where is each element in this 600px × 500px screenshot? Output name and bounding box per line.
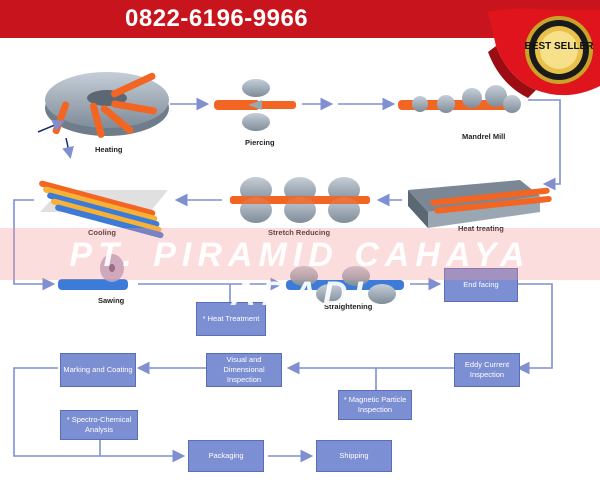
box-eddy-current: Eddy Current Inspection xyxy=(454,353,520,387)
box-packaging: Packaging xyxy=(188,440,264,472)
watermark-text: PT. PIRAMID CAHAYA ABADI xyxy=(69,236,531,313)
piercing-icon xyxy=(214,79,296,131)
best-seller-seal-icon xyxy=(525,16,593,84)
label-straightening: Straightening xyxy=(324,302,373,311)
straightening-icon xyxy=(286,266,404,304)
label-cooling: Cooling xyxy=(88,228,116,237)
label-heating: Heating xyxy=(95,145,123,154)
box-spectro-chemical: * Spectro-Chemical Analysis xyxy=(60,410,138,440)
heat-treating-furnace-icon xyxy=(408,180,552,228)
arrow-cooling-sawing xyxy=(13,199,56,291)
label-piercing: Piercing xyxy=(245,138,275,147)
box-magnetic-particle: * Magnetic Particle Inspection xyxy=(338,390,412,420)
phone-number: 0822-6196-9966 xyxy=(125,5,309,32)
arrow-mandrel-heat-treating xyxy=(528,99,561,191)
sawing-icon xyxy=(58,254,128,290)
heating-furnace-icon xyxy=(37,72,169,159)
cooling-bed-icon xyxy=(39,180,168,239)
box-shipping: Shipping xyxy=(316,440,392,472)
arrow-endfacing-eddy xyxy=(516,283,553,375)
box-end-facing: End facing xyxy=(444,268,518,302)
label-stretch-reducing: Stretch Reducing xyxy=(268,228,331,237)
watermark-band xyxy=(0,228,600,280)
arrow-marking-packaging xyxy=(13,367,186,463)
box-visual-dimensional: Visual and Dimensional Inspection xyxy=(206,353,282,387)
best-seller-label: BEST SELLER xyxy=(524,41,594,52)
stretch-reducing-icon xyxy=(230,177,370,223)
box-marking-coating: Marking and Coating xyxy=(60,353,136,387)
box-heat-treatment: * Heat Treatment xyxy=(196,302,266,336)
label-heat-treating: Heat treating xyxy=(458,224,504,233)
mandrel-mill-icon xyxy=(398,85,521,113)
label-mandrel-mill: Mandrel Mill xyxy=(462,132,506,141)
label-sawing: Sawing xyxy=(98,296,125,305)
